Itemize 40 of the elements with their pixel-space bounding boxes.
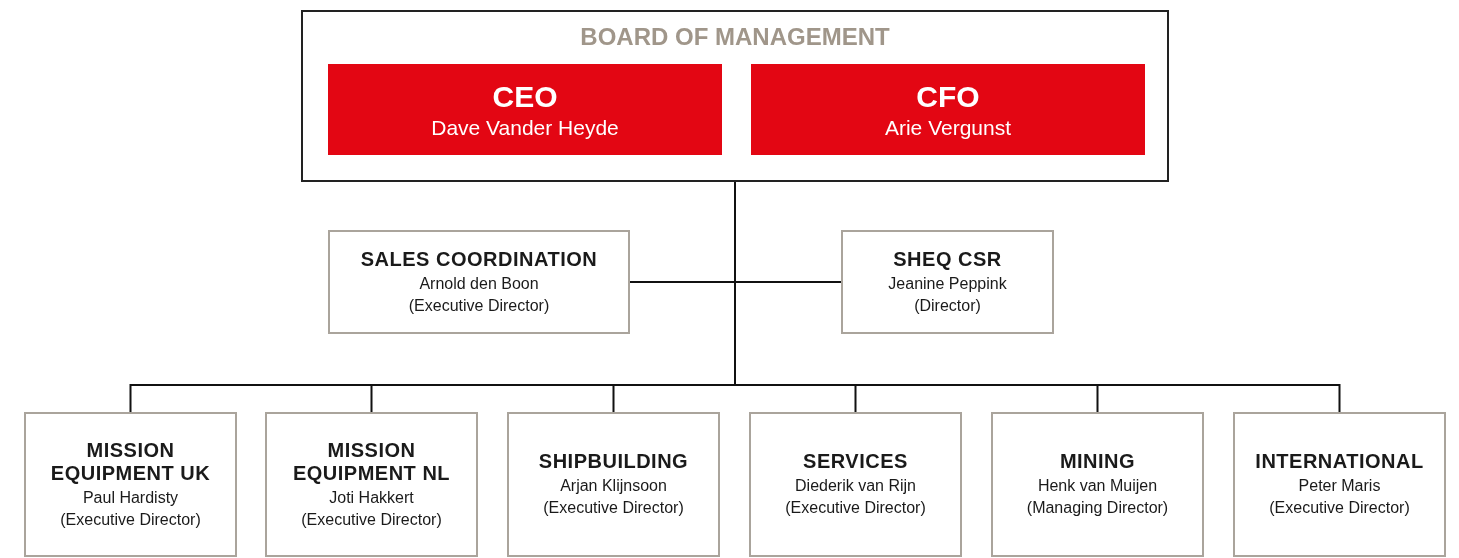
unit-heading: MISSION EQUIPMENT NL (291, 438, 452, 485)
unit-heading: MINING (1059, 450, 1136, 473)
role-text: (Executive Director) (785, 498, 926, 518)
person-name: Arjan Klijnsoon (560, 476, 667, 496)
person-name: Dave Vander Heyde (431, 115, 619, 142)
person-name: Peter Maris (1298, 476, 1381, 496)
role-text: (Executive Director) (543, 498, 684, 518)
role-text: (Executive Director) (60, 509, 201, 530)
department-box (24, 412, 237, 557)
role-text: (Executive Director) (1269, 498, 1410, 518)
role-text: (Managing Director) (1026, 498, 1169, 518)
person-name: Jeanine Peppink (888, 273, 1007, 294)
person-name: Paul Hardisty (82, 487, 179, 508)
role-heading: CEO (492, 78, 558, 115)
unit-heading: SHEQ CSR (893, 247, 1002, 271)
department-box (507, 412, 720, 557)
role-text: (Director) (914, 295, 981, 316)
person-name: Arie Vergunst (884, 115, 1012, 142)
department-box (328, 230, 630, 334)
executive-box (751, 64, 1145, 155)
unit-heading: MISSION EQUIPMENT UK (49, 438, 212, 485)
department-box (749, 412, 962, 557)
role-heading: CFO (916, 78, 980, 115)
person-name: Arnold den Boon (419, 273, 539, 294)
unit-heading: SHIPBUILDING (538, 450, 689, 473)
department-box (265, 412, 478, 557)
department-box (841, 230, 1054, 334)
board-panel (301, 10, 1169, 182)
unit-heading: SERVICES (803, 450, 908, 473)
person-name: Henk van Muijen (1037, 476, 1158, 496)
unit-heading: INTERNATIONAL (1255, 450, 1424, 473)
unit-heading: SALES COORDINATION (360, 247, 598, 271)
person-name: Diederik van Rijn (795, 476, 916, 496)
role-text: (Executive Director) (301, 509, 442, 530)
board-heading: BOARD OF MANAGEMENT (579, 22, 891, 52)
department-box (1233, 412, 1446, 557)
role-text: (Executive Director) (408, 295, 550, 316)
department-box (991, 412, 1204, 557)
person-name: Joti Hakkert (329, 487, 414, 508)
executive-box (328, 64, 722, 155)
